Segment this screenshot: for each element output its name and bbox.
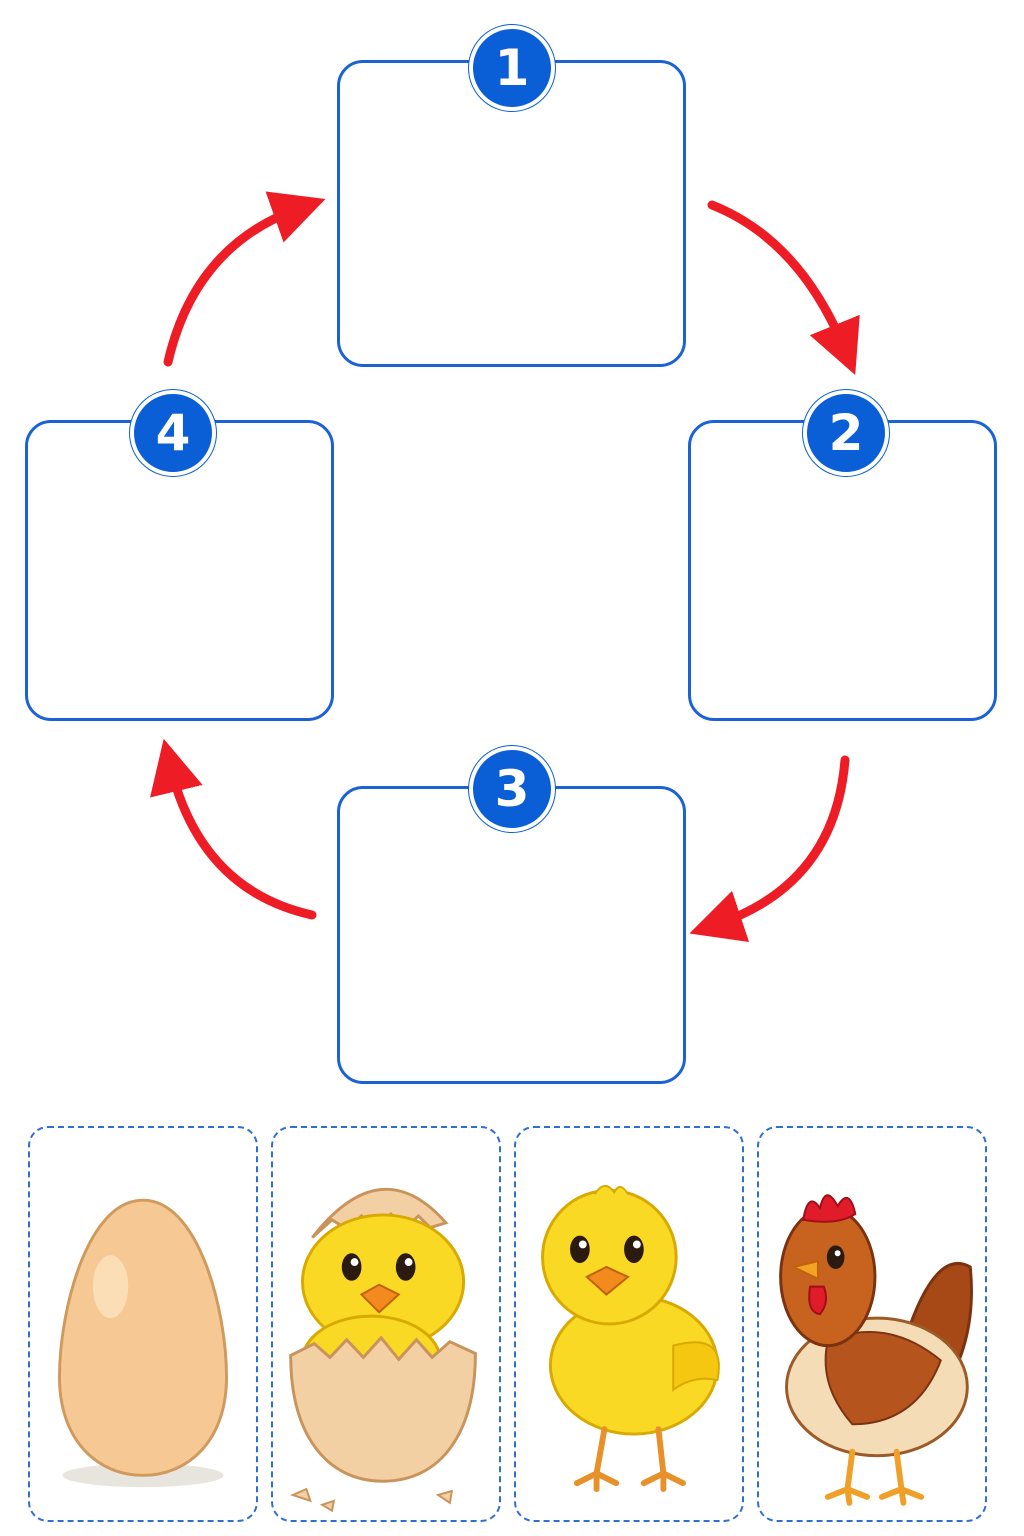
hatching-chick-icon bbox=[289, 1187, 477, 1513]
card-egg[interactable] bbox=[28, 1126, 258, 1522]
arrow-1-to-2 bbox=[707, 200, 860, 375]
stage-number-1: 1 bbox=[469, 25, 555, 111]
arrow-3-to-4 bbox=[150, 738, 317, 920]
egg-icon bbox=[58, 1198, 228, 1488]
card-hen[interactable] bbox=[757, 1126, 987, 1522]
card-chick[interactable] bbox=[514, 1126, 744, 1522]
stage-number-2: 2 bbox=[803, 390, 889, 476]
stage-number-3: 3 bbox=[469, 746, 555, 832]
card-hatching-chick[interactable] bbox=[271, 1126, 501, 1522]
arrow-2-to-3 bbox=[689, 755, 850, 943]
chick-icon bbox=[541, 1184, 720, 1493]
stage-box-1[interactable] bbox=[337, 60, 686, 367]
stage-number-4: 4 bbox=[130, 390, 216, 476]
arrow-4-to-1 bbox=[163, 191, 326, 367]
stage-box-3[interactable] bbox=[337, 786, 686, 1084]
hen-icon bbox=[779, 1194, 973, 1506]
